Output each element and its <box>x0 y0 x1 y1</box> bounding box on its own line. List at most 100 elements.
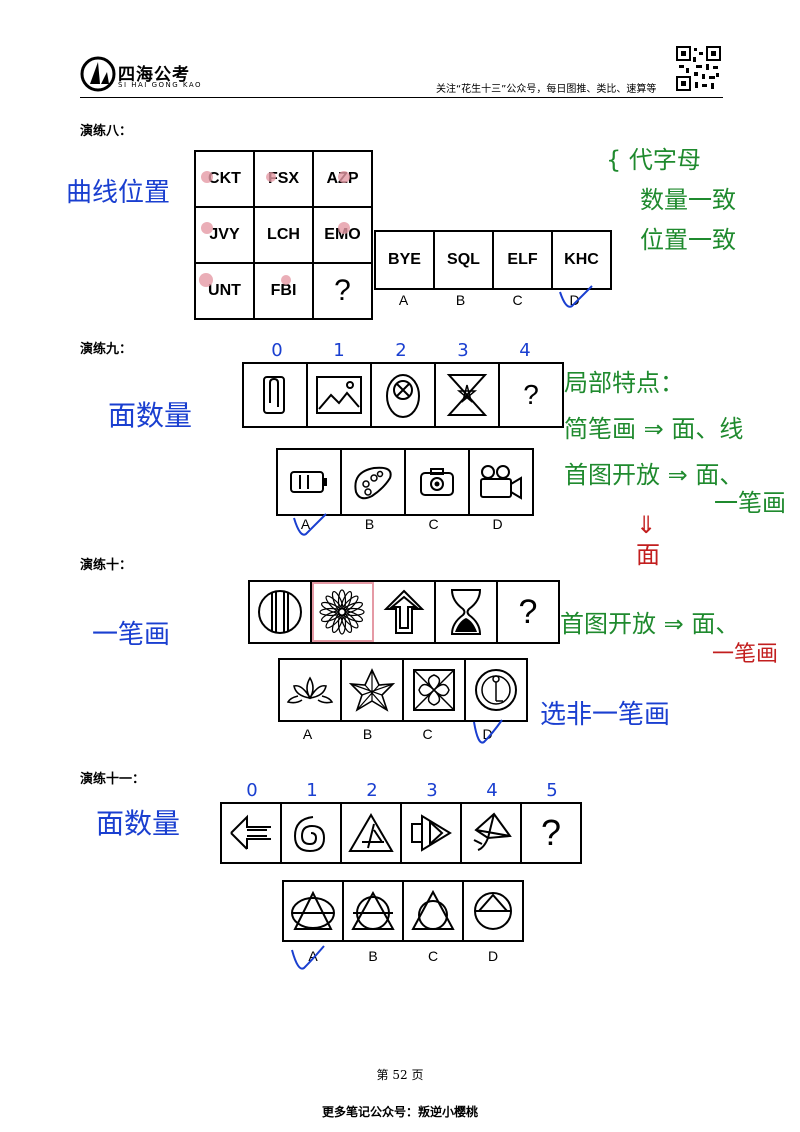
figure-circle-x <box>372 364 436 426</box>
figure-arrow-left <box>222 804 282 862</box>
figure-split-circle <box>250 582 312 642</box>
red-note: ⇓ 面 <box>636 510 660 570</box>
option-label: D <box>487 948 499 964</box>
option-label: B <box>364 516 375 532</box>
option-label: B <box>455 292 466 308</box>
handwritten-note: 面数量 <box>108 399 193 432</box>
option-b[interactable] <box>342 660 404 720</box>
logo-subtext: SI HAI GONG KAO <box>118 81 203 89</box>
handwritten-note: 首图开放 ⇒ 面、 <box>560 610 740 638</box>
handwritten-note: 曲线位置 <box>66 178 171 208</box>
footer-text: 更多笔记公众号：叛逆小樱桃 <box>321 1105 478 1119</box>
option-d[interactable] <box>466 660 526 720</box>
qr-code-icon <box>676 46 721 91</box>
option-label: A <box>302 726 313 742</box>
index-marks: 0 1 2 3 4 <box>246 340 576 361</box>
option-labels: A B C D <box>284 948 522 964</box>
option-label: C <box>422 726 433 742</box>
question-mark: ? <box>523 379 539 410</box>
logo-icon <box>80 56 116 92</box>
option-d[interactable] <box>464 882 522 940</box>
grid-cell: FBI <box>253 262 314 320</box>
note-line: 首图开放 ⇒ 面、 <box>564 461 744 489</box>
index-mark: 0 <box>271 340 283 361</box>
grid-cell: CKT <box>194 150 255 208</box>
checkmark-icon <box>293 513 327 536</box>
option-label: A <box>300 516 311 532</box>
option-b[interactable]: SQL <box>433 230 494 290</box>
option-d[interactable]: KHC <box>551 230 612 290</box>
option-label: B <box>368 948 378 964</box>
index-mark: 1 <box>333 340 345 361</box>
option-c[interactable]: ELF <box>492 230 553 290</box>
index-mark: 3 <box>457 340 469 361</box>
index-mark: 5 <box>546 780 558 801</box>
option-label: D <box>492 516 503 532</box>
checkmark-icon <box>291 945 325 970</box>
option-label: C <box>428 516 439 532</box>
option-labels: A B C D <box>278 516 525 532</box>
grid-cell: JVY <box>194 206 255 264</box>
option-labels: A B C D <box>376 292 602 308</box>
note-line: { 代字母 <box>606 146 701 174</box>
option-labels: A B C D <box>280 726 515 742</box>
option-c[interactable] <box>404 660 466 720</box>
handwritten-notes: 局部特点： 简笔画 ⇒ 面、线 首图开放 ⇒ 面、 一笔画 <box>564 360 786 526</box>
note-line: 局部特点： <box>564 369 684 397</box>
handwritten-note: { 代字母 数量一致 位置一致 <box>606 140 736 260</box>
option-d[interactable] <box>470 450 532 514</box>
grid-cell: UNT <box>194 262 255 320</box>
option-c[interactable] <box>406 450 470 514</box>
note-line: 面 <box>636 541 660 569</box>
index-mark: 4 <box>486 780 498 801</box>
letter-grid: CKT FSX AZP JVY LCH EMO UNT FBI ? <box>194 150 373 320</box>
option-b[interactable] <box>342 450 406 514</box>
option-a[interactable] <box>278 450 342 514</box>
option-label: C <box>512 292 523 308</box>
index-mark: 3 <box>426 780 438 801</box>
option-c[interactable] <box>404 882 464 940</box>
index-mark: 1 <box>306 780 318 801</box>
figure-flower <box>312 582 374 642</box>
grid-cell: AZP <box>312 150 373 208</box>
handwritten-note: 一笔画 <box>712 642 779 667</box>
option-a[interactable]: BYE <box>374 230 435 290</box>
grid-cell: FSX <box>253 150 314 208</box>
question-cell: ? <box>312 262 373 320</box>
note-line: ⇓ <box>636 511 657 539</box>
option-label: D <box>569 292 580 308</box>
figure-row: ? <box>242 362 564 428</box>
section-title-11: 演练十一： <box>80 772 146 787</box>
figure-triangle <box>342 804 402 862</box>
option-label: A <box>308 948 318 964</box>
grid-cell: EMO <box>312 206 373 264</box>
option-a[interactable] <box>280 660 342 720</box>
option-label: B <box>362 726 373 742</box>
answer-options <box>282 880 524 942</box>
logo-text: 四海公考 <box>118 65 190 85</box>
handwritten-note: 一笔画 <box>92 620 171 650</box>
header-subtitle: 关注“花生十三”公众号，每日图推、类比、速算等 <box>436 84 657 95</box>
checkmark-icon <box>473 719 503 744</box>
section-title-8: 演练八： <box>80 124 133 139</box>
option-label: D <box>482 726 493 742</box>
note-line: 简笔画 ⇒ 面、线 <box>564 415 744 443</box>
flower-center <box>338 608 346 616</box>
answer-options <box>278 658 528 722</box>
handwritten-note: 选非一笔画 <box>540 700 671 730</box>
index-mark: 2 <box>395 340 407 361</box>
option-a[interactable] <box>284 882 344 940</box>
section-title-9: 演练九： <box>80 342 133 357</box>
answer-options <box>276 448 534 516</box>
note-line: 一笔画 <box>714 489 786 517</box>
checkmark-icon <box>559 285 593 308</box>
grid-cell: LCH <box>253 206 314 264</box>
figure-paperclip <box>244 364 308 426</box>
section-title-10: 演练十： <box>80 558 133 573</box>
figure-spiral <box>282 804 342 862</box>
figure-arrow-right <box>402 804 462 862</box>
option-b[interactable] <box>344 882 404 940</box>
option-label: C <box>427 948 439 964</box>
page-number: 第 52 页 <box>376 1068 424 1082</box>
question-mark: ? <box>518 592 538 631</box>
